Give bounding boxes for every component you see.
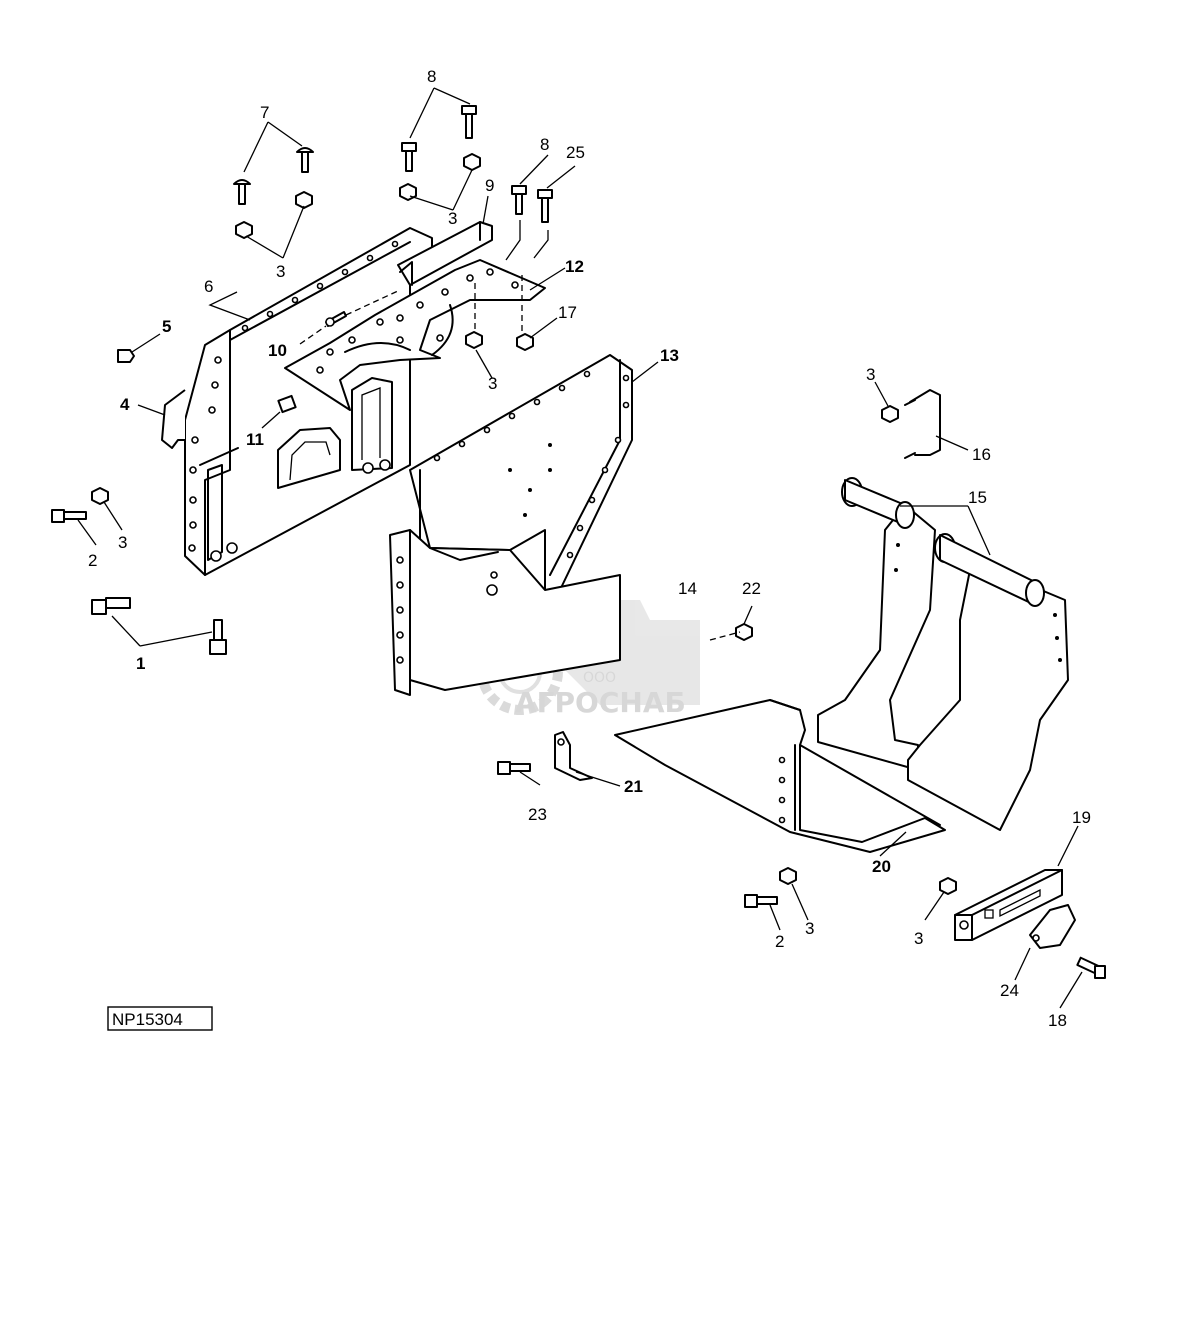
lower-channel [614, 699, 946, 853]
callout-23: 23 [528, 805, 547, 824]
bolt-icon [91, 597, 131, 615]
bolt-icon [497, 761, 531, 775]
callout-2: 2 [88, 551, 97, 570]
callout-4: 4 [120, 395, 130, 414]
left-side-frame [161, 227, 433, 576]
callout-3: 3 [914, 929, 923, 948]
plug-icon [117, 349, 135, 363]
callout-13: 13 [660, 346, 679, 365]
callout-9: 9 [485, 176, 494, 195]
callout-18: 18 [1048, 1011, 1067, 1030]
figure-code-box: NP15304 [107, 1006, 213, 1031]
callout-3: 3 [448, 209, 457, 228]
nut-icon [735, 623, 753, 641]
nut-icon [939, 877, 957, 895]
small-plate [954, 869, 1063, 941]
bolt-icon [296, 147, 314, 173]
pin-icon [325, 311, 347, 327]
callout-8: 8 [540, 135, 549, 154]
callout-6: 6 [204, 277, 213, 296]
callout-20: 20 [872, 857, 891, 876]
top-bracket [397, 221, 493, 286]
callout-15: 15 [968, 488, 987, 507]
u-bolt [904, 389, 941, 459]
leader-lines [77, 87, 1083, 1009]
middle-panel-holes [433, 370, 630, 559]
shield-holes [894, 543, 1062, 662]
bolt-icon [461, 105, 477, 139]
nut-icon [295, 191, 313, 209]
shield-assembly [817, 477, 1069, 831]
callout-17: 17 [558, 303, 577, 322]
channel-holes [778, 756, 786, 824]
callout-7: 7 [260, 103, 269, 122]
callout-11: 11 [246, 430, 264, 449]
callout-25: 25 [566, 143, 585, 162]
nut-icon [881, 405, 899, 423]
bolt-icon [537, 189, 553, 223]
callout-8: 8 [427, 67, 436, 86]
callout-16: 16 [972, 445, 991, 464]
bolt-icon [744, 894, 778, 908]
center-plate [284, 259, 546, 411]
fasteners [51, 105, 1106, 979]
nut-icon [779, 867, 797, 885]
nut-icon [463, 153, 481, 171]
callout-14: 14 [678, 579, 697, 598]
nut-icon [516, 333, 534, 351]
callout-19: 19 [1072, 808, 1091, 827]
nut-icon [465, 331, 483, 349]
callout-3: 3 [118, 533, 127, 552]
callout-21: 21 [624, 777, 643, 796]
callout-3: 3 [805, 919, 814, 938]
bolt-icon [209, 619, 227, 655]
callout-5: 5 [162, 317, 171, 336]
bolt-icon [1076, 956, 1106, 979]
bolt-icon [401, 142, 417, 172]
callout-3: 3 [866, 365, 875, 384]
bolt-icon [233, 179, 251, 205]
lower-skin-holes [396, 556, 498, 664]
callout-12: 12 [565, 257, 584, 276]
callout-10: 10 [268, 341, 287, 360]
bolt-icon [511, 185, 527, 215]
nut-icon [235, 221, 253, 239]
watermark-prefix: ООО [583, 670, 616, 686]
plate-holes [316, 268, 519, 374]
clip-nut-icon [277, 394, 297, 414]
cover-plate [1029, 904, 1076, 949]
figure-code: NP15304 [112, 1010, 183, 1029]
bolt-icon [51, 509, 87, 523]
nut-icon [91, 487, 109, 505]
callout-3: 3 [276, 262, 285, 281]
callout-3: 3 [488, 374, 497, 393]
callout-24: 24 [1000, 981, 1019, 1000]
callout-22: 22 [742, 579, 761, 598]
middle-panel [389, 354, 633, 696]
callout-1: 1 [136, 654, 145, 673]
callout-2: 2 [775, 932, 784, 951]
left-frame-holes [188, 240, 399, 552]
watermark-name: АГРОСНАБ [515, 686, 686, 719]
clip-bracket [554, 731, 593, 781]
callout-labels: 1 2 2 3 3 3 3 3 3 3 24 4 5 6 7 8 8 9 10 … [88, 67, 1091, 1030]
